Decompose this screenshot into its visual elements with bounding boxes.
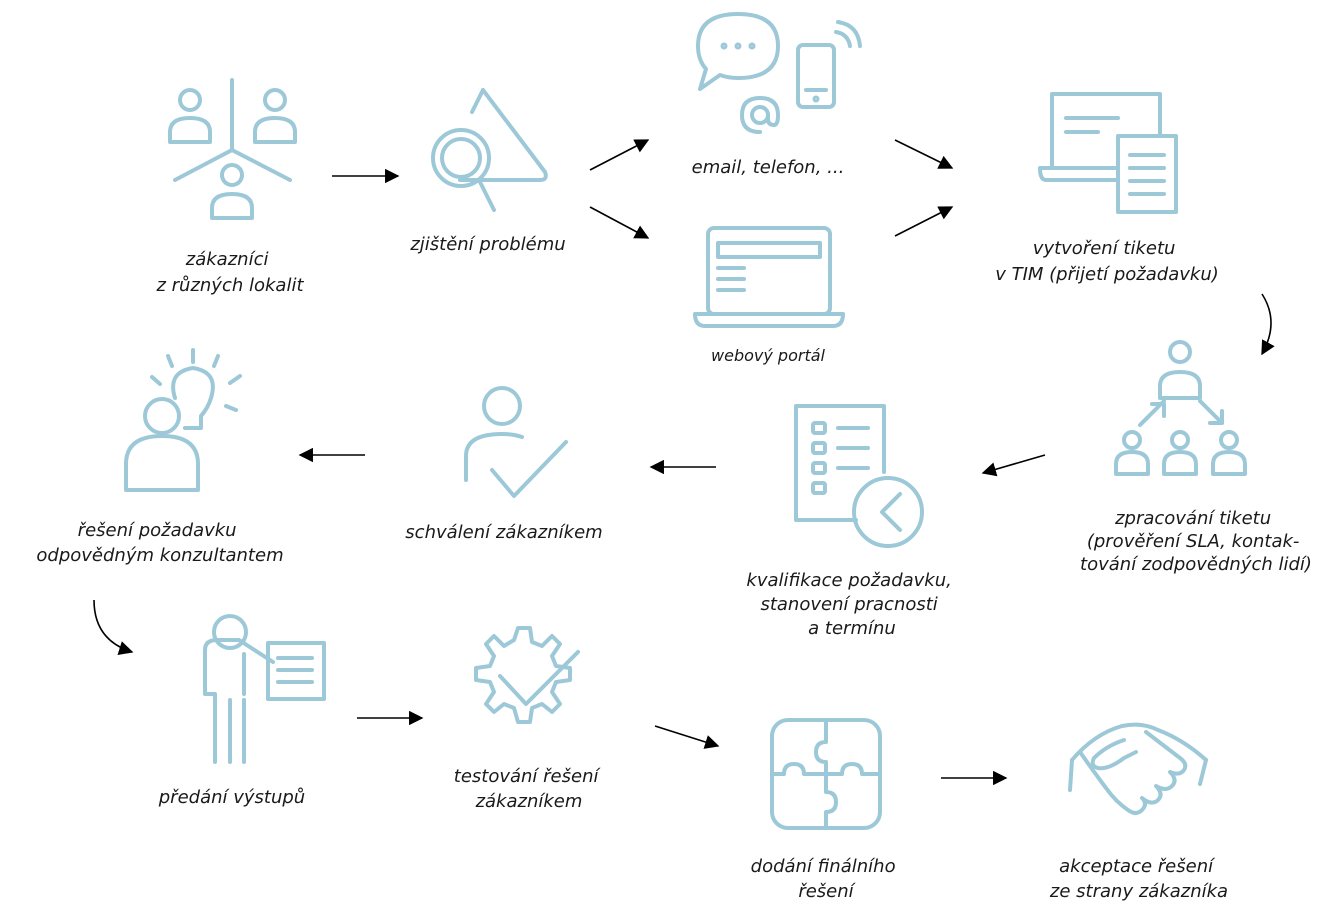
label-processing: zpracování tiketu (prověření SLA, kontak… [1080,508,1312,575]
label-qualification: kvalifikace požadavku, stanovení pracnos… [746,570,957,639]
laptop-document-icon [1038,92,1178,214]
magnifier-warning-icon [431,88,548,212]
label-testing: testování řešení zákazníkem [454,766,604,812]
label-portal: webový portál [711,346,826,365]
puzzle-icon [770,718,882,830]
label-acceptance: akceptace řešení ze strany zákazníka [1049,856,1228,902]
label-email: email, telefon, ... [692,157,845,178]
label-delivery: dodání finálního řešení [751,856,902,902]
laptop-icon [693,226,845,328]
label-approval: schválení zákazníkem [405,522,602,543]
handshake-icon [1068,722,1208,815]
consultant-idea-icon [124,348,242,492]
label-solving: řešení požadavku odpovědným konzultantem [36,520,283,566]
presenter-icon [203,614,326,764]
arrow-solving-handover [93,599,134,655]
arrow-ticket-processing [1261,293,1275,356]
arrow-processing-qualification [981,454,1046,477]
flow-arrows [93,139,1275,786]
label-handover: předání výstupů [158,787,305,808]
customers-icon [168,78,297,220]
checklist-clock-icon [794,404,924,548]
arrow-problem-portal [589,206,650,239]
arrow-problem-email [589,139,650,171]
label-problem: zjištění problému [409,234,565,255]
arrow-portal-ticket [894,206,954,237]
chat-phone-email-icon [696,12,862,134]
step-labels: zákazníci z různých lokalit zjištění pro… [36,157,1312,902]
team-hierarchy-icon [1114,340,1247,476]
arrow-testing-delivery [654,725,720,749]
gear-check-icon [474,626,580,724]
arrow-email-ticket [894,139,954,169]
user-check-icon [464,386,568,498]
label-ticket: vytvoření tiketu v TIM (přijetí požadavk… [995,238,1219,285]
label-customers: zákazníci z různých lokalit [155,249,304,296]
